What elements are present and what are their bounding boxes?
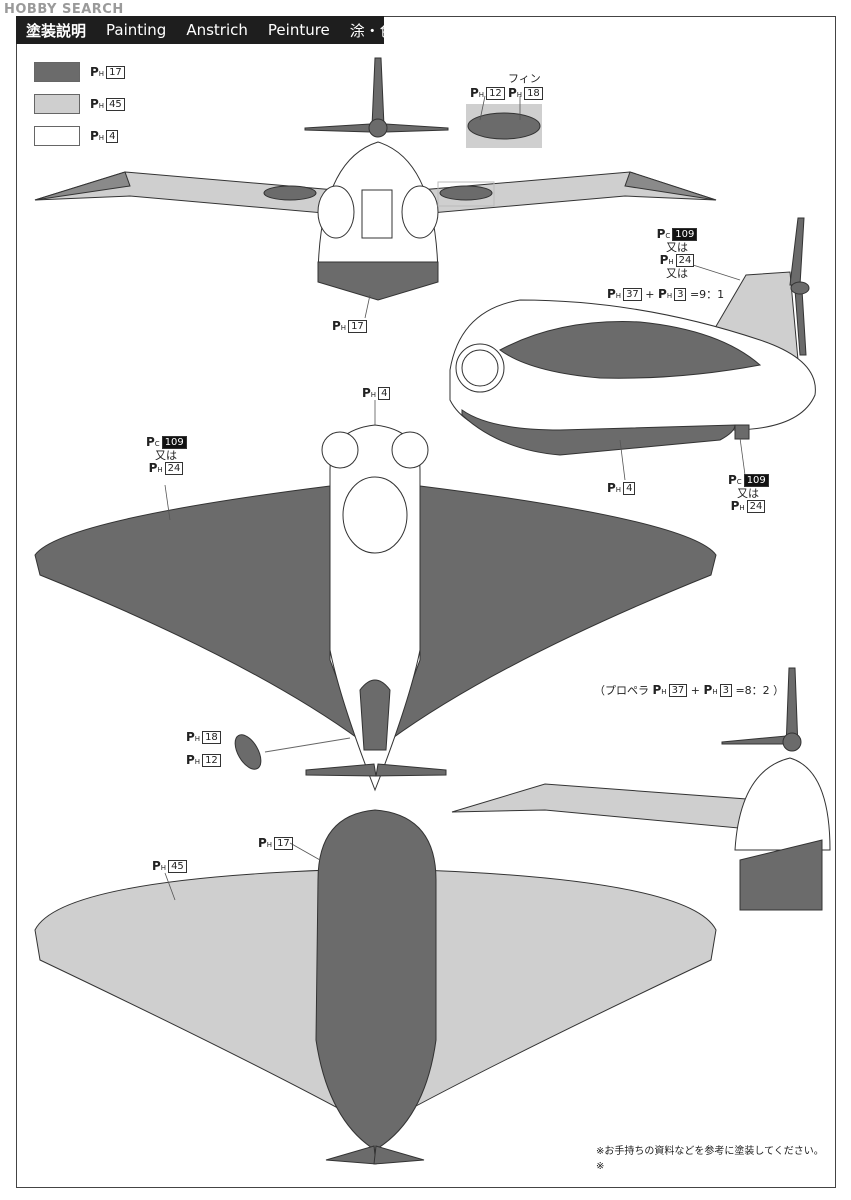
footnote-1: ※お手持ちの資料などを参考に塗装してください。 <box>596 1146 824 1157</box>
title-en: Painting <box>106 21 167 39</box>
page-frame <box>16 16 836 1188</box>
title-cn: 涂・色 <box>349 21 395 40</box>
title-de: Anstrich <box>186 21 248 39</box>
swatch-light <box>34 94 80 114</box>
rear-view-drawing <box>451 667 831 911</box>
title-bar: 塗装説明 Painting Anstrich Peinture 涂・色 <box>16 16 395 44</box>
footnote-2: ※ <box>596 1161 605 1172</box>
leader-lines <box>164 95 746 901</box>
title-fr: Peinture <box>267 21 330 39</box>
swatch-white <box>34 126 80 146</box>
watermark: HOBBY SEARCH <box>4 2 124 17</box>
front-view-drawing <box>34 57 717 301</box>
top-view-drawing <box>34 424 717 792</box>
fin-label: フィン <box>508 72 541 85</box>
swatch-dark <box>34 62 80 82</box>
side-view-drawing <box>449 217 816 456</box>
title-jp: 塗装説明 <box>26 21 87 40</box>
bottom-view-drawing <box>34 809 717 1165</box>
